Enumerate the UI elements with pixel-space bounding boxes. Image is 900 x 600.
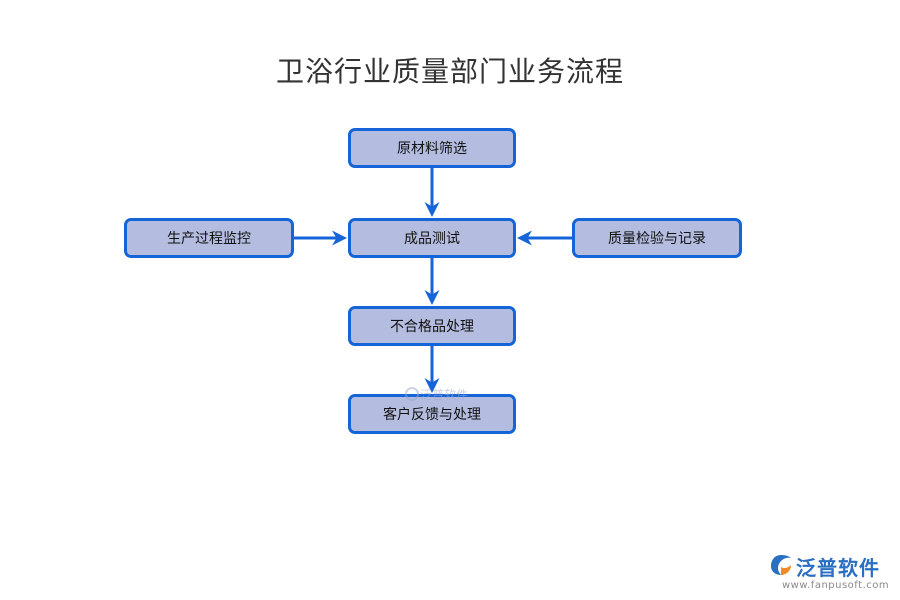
watermark-icon (405, 387, 419, 401)
brand-logo-url: www.fanpusoft.com (782, 580, 890, 591)
node-customer-feedback: 客户反馈与处理 (348, 394, 516, 434)
watermark-text: 泛普软件 (420, 388, 469, 402)
node-quality-record: 质量检验与记录 (572, 218, 742, 258)
brand-logo-icon (771, 555, 791, 575)
node-nonconforming: 不合格品处理 (348, 306, 516, 346)
node-product-test: 成品测试 (348, 218, 516, 258)
node-process-monitor: 生产过程监控 (124, 218, 294, 258)
node-raw-material: 原材料筛选 (348, 128, 516, 168)
diagram-title: 卫浴行业质量部门业务流程 (275, 55, 624, 88)
brand-logo-name: 泛普软件 (796, 556, 880, 580)
